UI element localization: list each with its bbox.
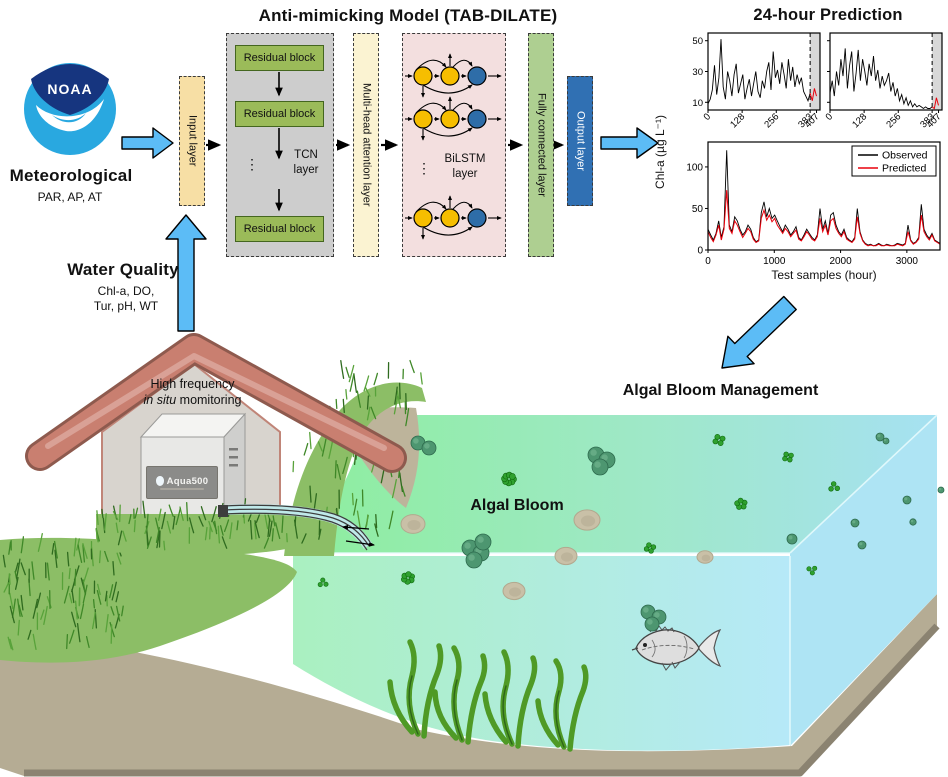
machine-front-panel: Aqua500 [146,466,218,499]
water-side-face [790,415,937,746]
arrow-wq-to-input [165,214,207,332]
monitoring-text: momitoring [179,392,242,407]
left-grass-bank [0,537,297,663]
bilstm-cell-row [405,195,502,240]
bilstm-dots: ⋮ [417,160,431,176]
svg-text:10: 10 [692,98,703,109]
house-caption: High frequency in situ momitoring [110,377,275,408]
bilstm-cells [405,53,502,240]
meteorological-label: Meteorological [9,166,133,185]
svg-text:0: 0 [824,111,836,123]
residual-block-2: Residual block [235,101,324,127]
attention-layer-label: Multi-head attention layer [360,83,373,207]
grass-blades [340,359,423,415]
water-drop-icon [155,476,164,486]
output-layer-label: Output layer [574,111,587,171]
fish [631,625,722,671]
svg-text:0: 0 [697,246,703,257]
noaa-wordmark: NOAA [47,81,92,97]
grass-blades [95,498,288,551]
grass-blades [2,532,124,651]
bilstm-cell-row [405,96,502,141]
svg-text:1000: 1000 [763,256,786,267]
noaa-fan [31,64,109,115]
arrow-met-to-input [121,127,174,159]
chart-x-axis-label: Test samples (hour) [771,268,877,282]
output-layer-box: Output layer [567,76,593,206]
arrow-output-to-prediction [600,127,659,159]
svg-text:Observed: Observed [882,150,928,162]
bilstm-label-line2: layer [452,167,478,180]
seaweed-veins [408,675,565,748]
svg-text:Predicted: Predicted [882,163,927,175]
house-caption-line2: in situ momitoring [110,393,275,409]
bilstm-label: BiLSTM layer [433,152,497,182]
management-label: Algal Bloom Management [622,382,819,399]
svg-text:100: 100 [686,162,703,173]
residual-block-3: Residual block [235,216,324,242]
machine-tagline-line [160,487,204,490]
fully-connected-label: Fully connected layer [535,93,548,197]
fully-connected-layer-box: Fully connected layer [528,33,554,257]
algal-bloom-label: Algal Bloom [470,497,564,514]
svg-text:0: 0 [702,111,714,123]
water-quality-label: Water Quality [67,260,179,279]
water-surface [293,415,937,553]
water-quality-vars-1: Chl-a, DO, [97,284,155,298]
prediction-title: 24-hour Prediction [753,6,903,24]
house-caption-line1: High frequency [150,377,235,391]
input-layer-box: Input layer [179,76,205,206]
svg-text:0: 0 [705,256,711,267]
noaa-gull [36,99,104,132]
svg-text:2000: 2000 [829,256,852,267]
attention-layer-box: Multi-head attention layer [353,33,379,257]
model-title: Anti-mimicking Model (TAB-DILATE) [258,6,558,25]
tcn-layer-box: Residual block Residual block Residual b… [226,33,334,257]
house-roof-highlight [45,353,387,451]
bilstm-label-line1: BiLSTM [444,153,486,165]
water-front-face [293,556,790,751]
tcn-internal-arrows [275,72,283,212]
tcn-label-line2: layer [293,163,319,176]
chart-y-axis-label: Chl-a (µg L⁻¹) [653,115,667,189]
machine-brand-label: Aqua500 [166,475,209,487]
water-quality-vars-2: Tur, pH, WT [93,299,159,313]
bilstm-layer-box: ⋮ BiLSTM layer [402,33,506,257]
in-situ-text: in situ [143,392,177,407]
svg-text:50: 50 [692,204,704,215]
sediment-bed [0,594,937,776]
bilstm-cell-row [405,53,502,98]
svg-text:3000: 3000 [896,256,919,267]
tcn-dots: ⋮ [245,156,259,172]
svg-text:50: 50 [692,36,703,47]
sediment-shadow-edge [24,623,940,777]
arrow-prediction-to-management [721,295,797,369]
sensor-tubes [218,504,375,551]
input-layer-label: Input layer [186,115,199,167]
tcn-label-line1: TCN [294,149,318,161]
residual-block-1: Residual block [235,45,324,71]
algae-clusters [317,432,945,632]
noaa-logo: NOAA [24,63,116,155]
front-grass-strip [96,514,292,556]
svg-text:30: 30 [692,67,703,78]
meteorological-vars: PAR, AP, AT [37,190,103,204]
tcn-label: TCN layer [283,148,329,178]
blue-flow-arrows [121,127,797,369]
